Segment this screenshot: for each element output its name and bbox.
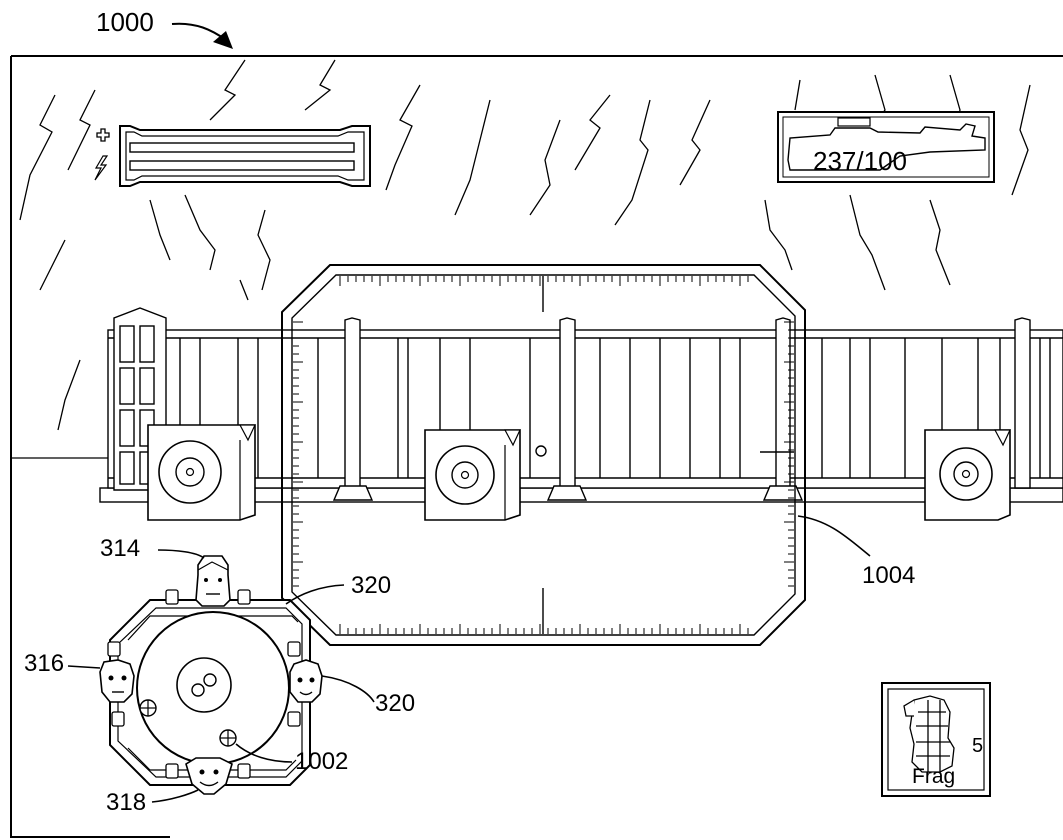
- rifle-icon: [787, 123, 986, 171]
- figure-number: 1000: [96, 7, 154, 37]
- callout-line-scope: [797, 515, 871, 557]
- callout-teammate-right-ref: 320: [375, 690, 415, 717]
- callout-line-320-ring: [285, 584, 345, 605]
- health-bar: [129, 142, 355, 153]
- callout-radar-ring-ref: 320: [351, 572, 391, 599]
- callout-teammate-top-ref: 314: [100, 535, 140, 562]
- radar-tracker: [107, 589, 311, 786]
- callout-teammate-left-ref: 316: [24, 650, 64, 677]
- teammate-face-left: [99, 659, 135, 703]
- grenade-count: 5: [972, 735, 983, 757]
- energy-bolt-icon: [94, 155, 109, 181]
- wall-slats: [179, 338, 1051, 478]
- health-shield-meter: [94, 125, 371, 187]
- grenade-type: Frag: [912, 765, 955, 788]
- ammo-count: 237/100: [813, 146, 907, 176]
- crosshair-dot: [535, 445, 547, 457]
- shooting-target-2: [424, 429, 521, 521]
- shooting-target-3: [924, 429, 1011, 521]
- callout-scope-ref: 1004: [862, 562, 915, 589]
- radar-blip-ally: [203, 673, 217, 687]
- scope-tick-marks: [293, 276, 794, 634]
- radar-waypoint-left: [139, 699, 157, 717]
- health-cross-icon: [96, 128, 110, 142]
- callout-line-1002: [235, 743, 293, 763]
- callout-line-316: [67, 665, 101, 669]
- teammate-face-right: [289, 659, 323, 703]
- grenade-panel: 5 Frag: [881, 682, 991, 797]
- figure-arrow-line: [171, 22, 227, 41]
- radar-center: [176, 657, 232, 713]
- callout-line-318: [151, 789, 199, 803]
- callout-radar-ref: 1002: [295, 748, 348, 775]
- shooting-target-1: [147, 424, 256, 521]
- shield-bar: [129, 160, 355, 171]
- scope-reticle: [281, 264, 806, 646]
- rifle-scope-icon: [837, 117, 871, 127]
- wall-posts: [332, 317, 1031, 501]
- radar-waypoint-bottom: [219, 729, 237, 747]
- callout-teammate-bottom-ref: 318: [106, 789, 146, 816]
- frag-grenade-icon: [903, 695, 955, 773]
- radar-blip-self: [191, 683, 205, 697]
- weapon-ammo-panel: 237/100: [777, 111, 995, 183]
- callout-line-320-right: [321, 675, 375, 703]
- teammate-status-pips: [107, 589, 301, 779]
- teammate-face-bottom: [185, 757, 233, 795]
- callout-line-314: [157, 549, 205, 559]
- teammate-face-top: [195, 555, 231, 607]
- figure-arrow-head: [213, 31, 233, 49]
